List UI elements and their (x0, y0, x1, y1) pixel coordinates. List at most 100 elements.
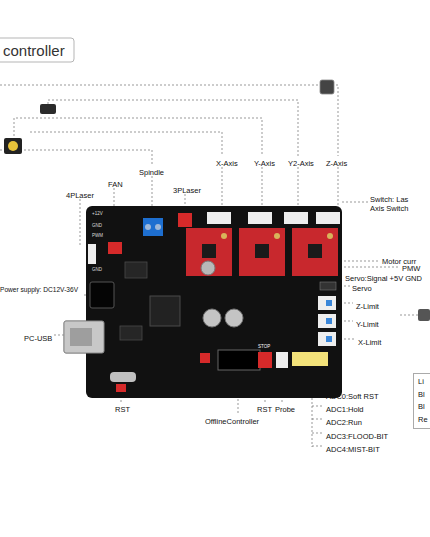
part-label: Z-Axis (326, 160, 347, 168)
part-label: 4PLaser (66, 192, 94, 200)
fan-icon (8, 141, 18, 151)
stepper-driver (239, 228, 285, 276)
leader-lines (0, 85, 418, 447)
potentiometer (274, 233, 280, 239)
part-label: Servo (352, 285, 372, 293)
driver-chip (202, 244, 216, 258)
limit-connector (318, 314, 336, 328)
node-text: Li (418, 378, 430, 386)
limit-connector (326, 336, 332, 342)
leader-line (48, 100, 298, 156)
fan-connector (108, 242, 122, 254)
reset-button (116, 384, 126, 392)
leader-line (0, 150, 152, 165)
part-label: GND (92, 268, 102, 273)
leader-line (342, 202, 368, 203)
part-label: X-Axis (216, 160, 238, 168)
part-label: Z-Limit (356, 303, 379, 311)
limit-connector (318, 332, 336, 346)
leader-line (298, 167, 299, 212)
reset-button (200, 353, 210, 363)
part-label: ADC2:Run (326, 419, 362, 427)
limit-connector (318, 296, 336, 310)
capacitor (225, 309, 243, 327)
part-label: Servo:Signal +5V GND (345, 275, 422, 283)
servo-header (320, 282, 336, 290)
limit-connector (326, 318, 332, 324)
part-label: Y-Axis (254, 160, 275, 168)
laser-connector (88, 244, 96, 264)
part-label: Spindle (139, 169, 164, 177)
potentiometer (327, 233, 333, 239)
potentiometer (221, 233, 227, 239)
part-label: Power supply: DC12V-36V (0, 287, 78, 294)
title-frame (0, 38, 74, 62)
limit-connector (326, 300, 332, 306)
part-label: ADC3:FLOOD-BIT (326, 433, 388, 441)
leader-line (54, 335, 64, 336)
terminal-screw (145, 224, 151, 230)
capacitor (201, 261, 215, 275)
leader-line (400, 315, 418, 316)
leader-line (0, 85, 338, 156)
part-label: ADC4:MIST-BIT (326, 446, 380, 454)
motor-connector (316, 212, 340, 224)
node-text: Re (418, 416, 430, 424)
node-text: Bl (418, 403, 430, 411)
stepper-driver (186, 228, 232, 276)
part-label: Probe (275, 406, 295, 414)
stepper-driver (292, 228, 338, 276)
part-label: 3PLaser (173, 187, 201, 195)
part-label: Y-Limit (356, 321, 379, 329)
part-label: FAN (108, 181, 123, 189)
usb-port (70, 328, 92, 346)
part-label: PWM (92, 234, 103, 239)
terminal-screw (155, 224, 161, 230)
node-text: Bl (418, 391, 430, 399)
part-label: PC-USB (24, 335, 52, 343)
driver-chip (255, 244, 269, 258)
part-label: OfflineController (205, 418, 259, 426)
part-label: PMW (402, 265, 420, 273)
laser-connector (178, 213, 192, 227)
part-label: Axis Switch (370, 205, 408, 213)
adc-header (292, 352, 328, 366)
mcu-chip (150, 296, 180, 326)
leader-line (222, 167, 223, 212)
part-label: X-Limit (358, 339, 381, 347)
diagram-title: controller (3, 43, 65, 58)
part-label: Y2-Axis (288, 160, 314, 168)
ic-chip (120, 326, 142, 340)
part-label: ADC1:Hold (326, 406, 364, 414)
motor-connector (207, 212, 231, 224)
probe-connector (276, 352, 288, 368)
capacitor (203, 309, 221, 327)
leader-line (262, 167, 263, 212)
fan-icon (4, 138, 22, 154)
driver-chip (308, 244, 322, 258)
offline-header (218, 350, 260, 370)
motor-connector (248, 212, 272, 224)
part-label: +12V (92, 212, 103, 217)
motor-icon (320, 80, 334, 94)
leader-line (336, 267, 400, 268)
leader-line (338, 167, 339, 212)
dc-jack (90, 282, 114, 308)
part-label: RST (115, 406, 130, 414)
leader-line (80, 199, 81, 246)
controller-board (86, 206, 342, 398)
ic-chip (125, 262, 147, 278)
spindle-terminal (143, 218, 163, 236)
part-label: ADC0:Soft RST (326, 393, 379, 401)
legend-box: LiBlBlRe (413, 373, 430, 429)
part-label: Switch: Las (370, 196, 408, 204)
usb-port (64, 321, 104, 353)
motor-connector (284, 212, 308, 224)
crystal (110, 372, 136, 382)
part-label: GND (92, 224, 102, 229)
part-label: RST (257, 406, 272, 414)
laser-module-icon (40, 104, 56, 114)
part-label: STOP (258, 345, 270, 350)
